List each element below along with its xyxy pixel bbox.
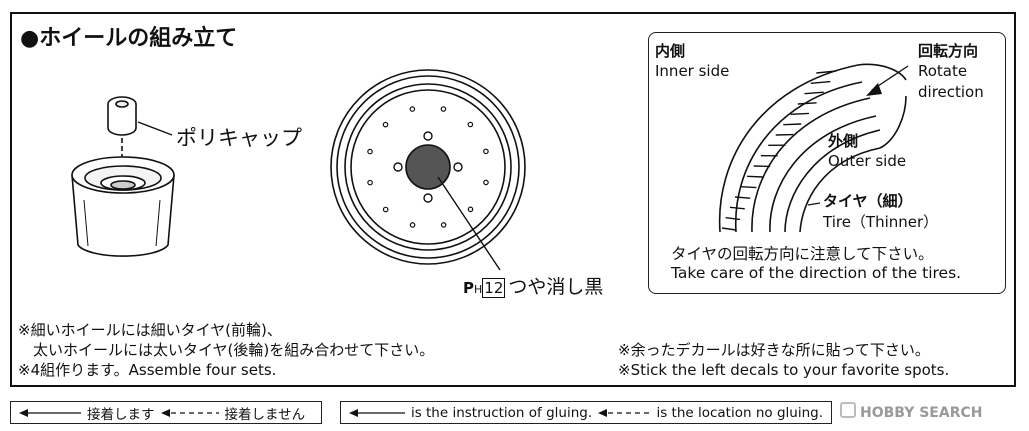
tread-mark — [725, 216, 741, 221]
watermark: HOBBY SEARCH — [840, 402, 982, 421]
wheel-rivet — [409, 222, 416, 228]
legend-noglue-ja: 接着しません — [224, 406, 306, 423]
tire-thin-ja: タイヤ（細） — [823, 192, 913, 210]
legend-glue-ja: 接着します — [87, 406, 155, 423]
tread-mark — [790, 112, 810, 116]
tread-mark — [734, 196, 751, 199]
wheel-rivet — [467, 121, 474, 128]
wheel-rivet — [440, 222, 447, 228]
legend-noglue-en: is the location no gluing. — [656, 404, 823, 421]
caution-ja: タイヤの回転方向に注意して下さい。 — [671, 245, 934, 263]
wheel-rivet — [409, 106, 416, 112]
tread-mark — [816, 70, 837, 74]
note-left-1: ※細いホイールには細いタイヤ(前輪)、 — [18, 321, 282, 339]
legend-japanese: 接着します 接着しません — [10, 401, 322, 424]
note-right-1: ※余ったデカールは好きな所に貼って下さい。 — [618, 341, 930, 359]
watermark-logo-icon — [840, 402, 856, 418]
dashed-arrow-icon — [598, 408, 651, 417]
wheel-rivet — [483, 179, 489, 186]
wheel-rivet — [483, 148, 489, 155]
wheel-front-view — [330, 69, 526, 265]
wheel-rivet — [467, 206, 474, 213]
rotate-direction-ja: 回転方向 — [918, 42, 979, 60]
paint-code-sub: H — [474, 283, 483, 296]
tread-mark — [746, 175, 764, 178]
instruction-frame — [10, 12, 1016, 387]
paint-code-number: 12 — [482, 278, 506, 298]
rotate-direction-en-1: Rotate — [918, 62, 968, 80]
legend-english: is the instruction of gluing. is the loc… — [340, 401, 832, 424]
solid-arrow-icon — [19, 408, 81, 417]
note-left-2: 太いホイールには太いタイヤ(後輪)を組み合わせて下さい。 — [18, 341, 435, 359]
watermark-text: HOBBY SEARCH — [860, 405, 983, 421]
wheel-rivet — [367, 148, 373, 155]
paint-code-prefix: P — [463, 279, 474, 297]
inner-side-en: Inner side — [655, 62, 730, 80]
section-title: ●ホイールの組み立て — [20, 26, 238, 51]
caution-en: Take care of the direction of the tires. — [671, 264, 962, 282]
tread-mark — [729, 206, 745, 210]
wheel-rivet — [382, 206, 389, 213]
note-left-3: ※4組作ります。Assemble four sets. — [18, 361, 277, 379]
solid-arrow-icon — [349, 408, 405, 417]
tread-mark — [797, 102, 817, 105]
inner-side-ja: 内側 — [655, 42, 686, 60]
tire-direction-callout — [648, 32, 1006, 294]
rotate-direction-en-2: direction — [918, 83, 984, 101]
note-right-2: ※Stick the left decals to your favorite … — [618, 361, 950, 379]
wheel-rivets — [367, 106, 489, 228]
polycap-part — [107, 96, 137, 136]
wheel-cup-part — [71, 156, 175, 257]
legend-glue-en: is the instruction of gluing. — [410, 404, 593, 421]
outer-side-ja: 外側 — [828, 132, 859, 150]
wheel-rivet — [382, 121, 389, 128]
paint-name: つや消し黒 — [508, 276, 604, 298]
tire-thin-en: Tire（Thinner） — [823, 213, 939, 231]
wheel-rivet — [367, 179, 373, 186]
wheel-rivet — [440, 106, 447, 112]
tire-illustration — [718, 63, 907, 233]
polycap-label: ポリキャップ — [176, 126, 302, 150]
tread-mark — [740, 185, 757, 189]
tread-mark — [721, 227, 737, 231]
wheel-bolt-holes — [393, 131, 463, 203]
dashed-arrow-icon — [160, 408, 219, 417]
outer-side-en: Outer side — [828, 152, 907, 170]
tire-tread-marks — [721, 70, 837, 231]
tread-mark — [804, 91, 824, 95]
tread-mark — [783, 123, 802, 126]
tread-mark — [810, 80, 831, 85]
